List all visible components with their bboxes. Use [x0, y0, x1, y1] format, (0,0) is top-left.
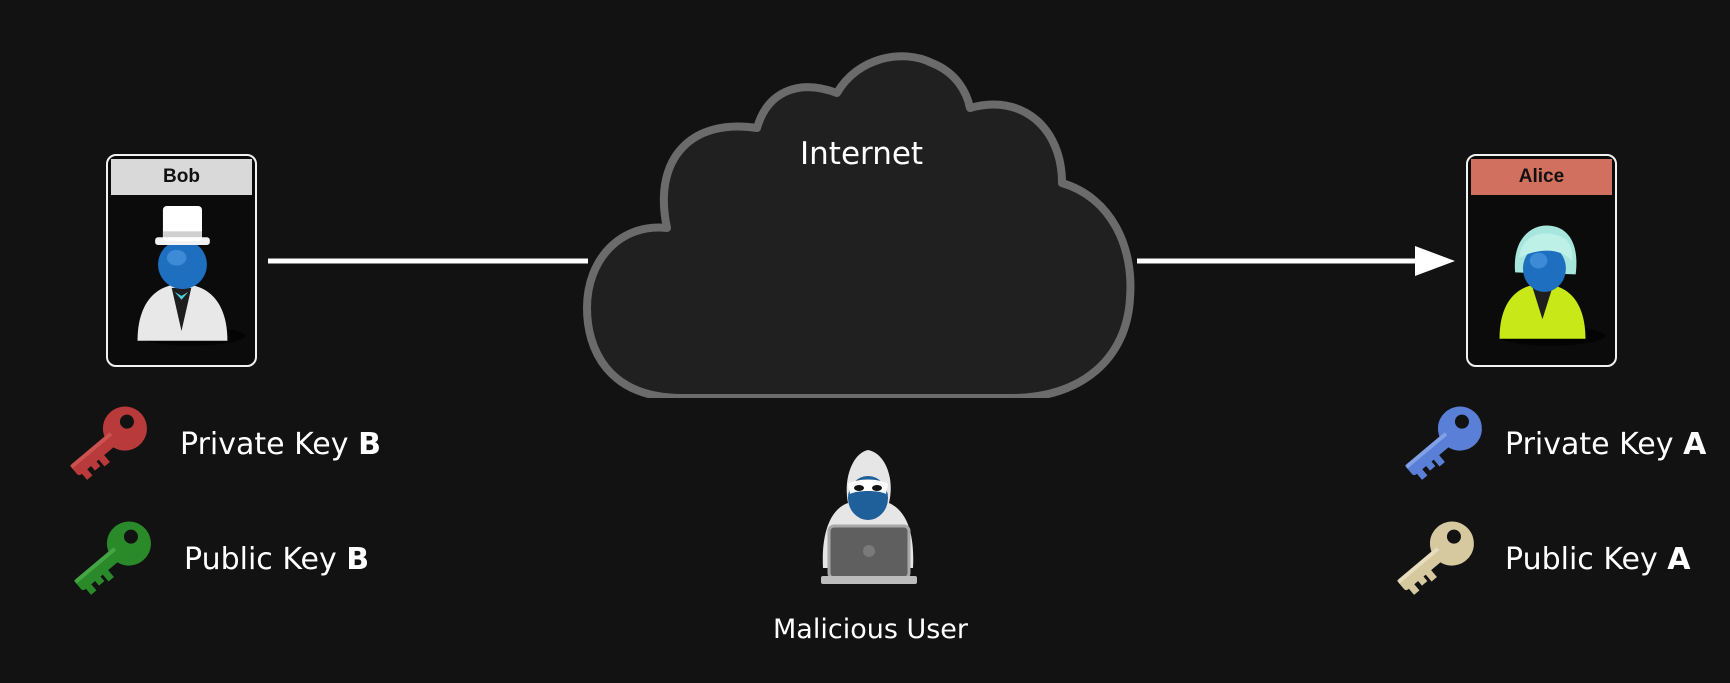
key-icon: [73, 521, 151, 595]
alice-public-key-row: Public Key A: [1387, 512, 1690, 607]
bob-card: Bob: [106, 154, 257, 367]
alice-name-header: Alice: [1471, 159, 1612, 195]
key-icon: [1404, 406, 1482, 480]
alice-public-key-label: Public Key A: [1505, 542, 1691, 577]
key-icon: [69, 406, 147, 480]
internet-label: Internet: [800, 136, 924, 172]
alice-name: Alice: [1518, 166, 1565, 187]
internet-cloud-icon: [583, 52, 1135, 398]
bob-name: Bob: [163, 166, 200, 187]
bob-public-key-row: Public Key B: [64, 512, 369, 607]
bob-avatar-icon: [137, 205, 245, 346]
arrowhead-icon: [1415, 246, 1455, 276]
key-icon: [1396, 521, 1474, 595]
malicious-user-label: Malicious User: [773, 614, 969, 645]
bob-public-key-label: Public Key B: [184, 542, 370, 577]
bob-private-key-label: Private Key B: [180, 427, 381, 462]
alice-private-key-label: Private Key A: [1505, 427, 1707, 462]
bob-private-key-row: Private Key B: [60, 397, 381, 492]
alice-avatar-icon: [1497, 225, 1605, 346]
alice-private-key-row: Private Key A: [1395, 397, 1706, 492]
alice-card: Alice: [1466, 154, 1617, 367]
hacker-icon: [821, 450, 917, 584]
bob-name-header: Bob: [111, 159, 252, 195]
